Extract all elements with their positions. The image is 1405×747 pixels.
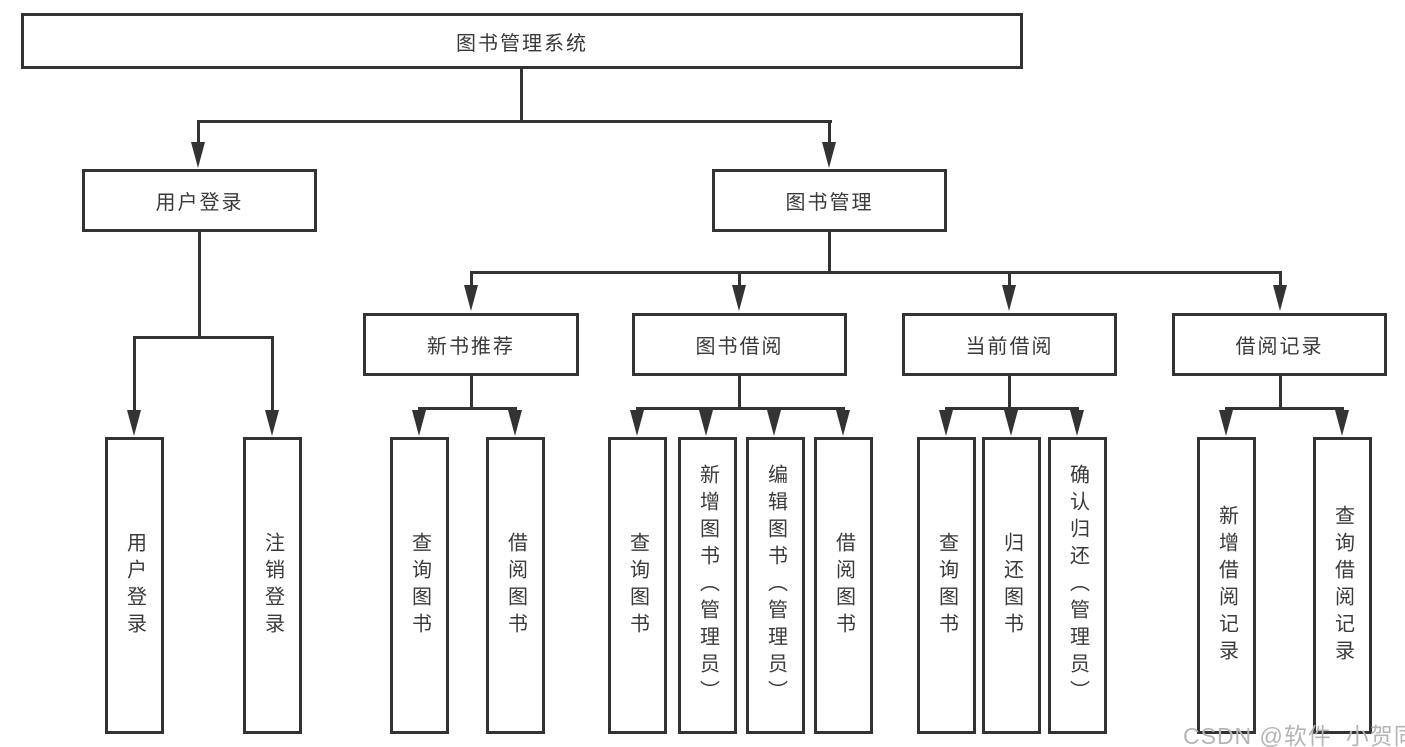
leaf-label: 确认归还（管理员） (1066, 464, 1089, 707)
node-book-management: 图书管理 (712, 169, 947, 232)
connector-current-stem (1008, 376, 1011, 410)
connector-recommend-stem (470, 376, 473, 410)
arrow-down-icon (767, 410, 781, 436)
arrow-down-icon (1273, 285, 1287, 311)
connector-stub (133, 336, 136, 414)
leaf-return-book: 归还图书 (982, 437, 1041, 734)
leaf-add-borrow-record: 新增借阅记录 (1197, 437, 1256, 734)
connector-root-rail (197, 120, 832, 123)
leaf-label: 新增图书（管理员） (696, 464, 719, 707)
arrow-down-icon (732, 285, 746, 311)
connector-stub (1008, 271, 1011, 288)
leaf-borrow-books: 借阅图书 (814, 437, 873, 734)
leaf-add-book-admin: 新增图书（管理员） (678, 437, 737, 734)
connector-stub (828, 120, 831, 146)
leaf-query-books-recommend: 查询图书 (390, 437, 449, 734)
connector-user-login-stem (198, 232, 201, 339)
leaf-label: 用户登录 (123, 531, 146, 640)
arrow-down-icon (1004, 410, 1018, 436)
arrow-down-icon (464, 285, 478, 311)
leaf-label: 新增借阅记录 (1215, 504, 1238, 667)
node-user-login: 用户登录 (82, 169, 317, 232)
connector-stub (1279, 271, 1282, 288)
leaf-edit-book-admin: 编辑图书（管理员） (746, 437, 805, 734)
arrow-down-icon (1335, 410, 1349, 436)
connector-stub (197, 120, 200, 146)
connector-book-management-rail (470, 271, 1282, 274)
leaf-user-login: 用户登录 (105, 437, 164, 734)
node-new-book-recommend: 新书推荐 (363, 313, 579, 376)
connector-user-login-rail (133, 336, 274, 339)
leaf-query-books-current: 查询图书 (917, 437, 976, 734)
node-current-borrow: 当前借阅 (902, 313, 1117, 376)
arrow-down-icon (1219, 410, 1233, 436)
arrow-down-icon (191, 142, 205, 168)
connector-stub (738, 271, 741, 288)
arrow-down-icon (822, 142, 836, 168)
arrow-down-icon (412, 410, 426, 436)
connector-root-stem (520, 69, 523, 122)
leaf-query-books-borrow: 查询图书 (608, 437, 667, 734)
leaf-query-borrow-record: 查询借阅记录 (1313, 437, 1372, 734)
leaf-label: 查询图书 (935, 531, 958, 640)
connector-borrow-rail (636, 407, 845, 410)
arrow-down-icon (836, 410, 850, 436)
node-root-library-system: 图书管理系统 (21, 13, 1023, 69)
node-book-borrow: 图书借阅 (632, 313, 847, 376)
leaf-label: 查询图书 (408, 531, 431, 640)
leaf-label: 编辑图书（管理员） (764, 464, 787, 707)
arrow-down-icon (1002, 285, 1016, 311)
connector-borrow-stem (738, 376, 741, 410)
connector-book-management-stem (828, 232, 831, 274)
arrow-down-icon (1070, 410, 1084, 436)
leaf-borrow-books-recommend: 借阅图书 (486, 437, 545, 734)
arrow-down-icon (699, 410, 713, 436)
connector-stub (470, 271, 473, 288)
leaf-confirm-return-admin: 确认归还（管理员） (1048, 437, 1107, 734)
arrow-down-icon (265, 410, 279, 436)
arrow-down-icon (508, 410, 522, 436)
arrow-down-icon (939, 410, 953, 436)
arrow-down-icon (127, 410, 141, 436)
connector-recommend-rail (418, 407, 517, 410)
node-borrow-records: 借阅记录 (1172, 313, 1387, 376)
arrow-down-icon (630, 410, 644, 436)
connector-stub (271, 336, 274, 414)
connector-records-stem (1279, 376, 1282, 410)
leaf-logout: 注销登录 (243, 437, 302, 734)
csdn-watermark: CSDN @软件_小贺同学 (1183, 723, 1405, 747)
leaf-label: 查询借阅记录 (1331, 504, 1354, 667)
connector-records-rail (1225, 407, 1344, 410)
leaf-label: 借阅图书 (832, 531, 855, 640)
leaf-label: 借阅图书 (504, 531, 527, 640)
leaf-label: 查询图书 (626, 531, 649, 640)
leaf-label: 归还图书 (1000, 531, 1023, 640)
leaf-label: 注销登录 (261, 531, 284, 640)
